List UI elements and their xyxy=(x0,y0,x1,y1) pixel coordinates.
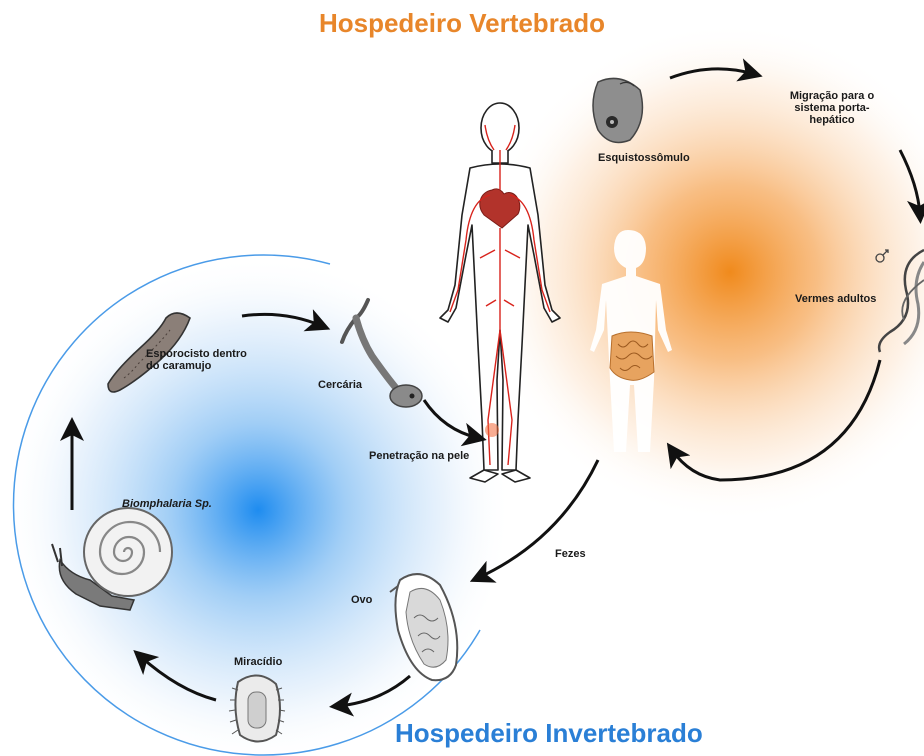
label-migracao: Migração para o sistema porta- hepático xyxy=(782,90,882,126)
label-ovo: Ovo xyxy=(351,594,372,606)
label-penetracao: Penetração na pele xyxy=(369,450,469,462)
vertebrate-host-title: Hospedeiro Vertebrado xyxy=(0,8,924,39)
label-fezes: Fezes xyxy=(555,548,586,560)
label-esporocisto: Esporocisto dentro do caramujo xyxy=(146,348,247,372)
label-cercaria: Cercária xyxy=(318,379,362,391)
label-miracidio: Miracídio xyxy=(234,656,282,668)
label-biomphalaria: Biomphalaria Sp. xyxy=(122,498,212,510)
label-vermes-adultos: Vermes adultos xyxy=(795,293,876,305)
invertebrate-host-title: Hospedeiro Invertebrado xyxy=(395,718,703,749)
schistosomulum-icon xyxy=(593,78,642,142)
label-esquistossomulo: Esquistossômulo xyxy=(598,152,690,164)
penetration-site-icon xyxy=(485,423,499,437)
